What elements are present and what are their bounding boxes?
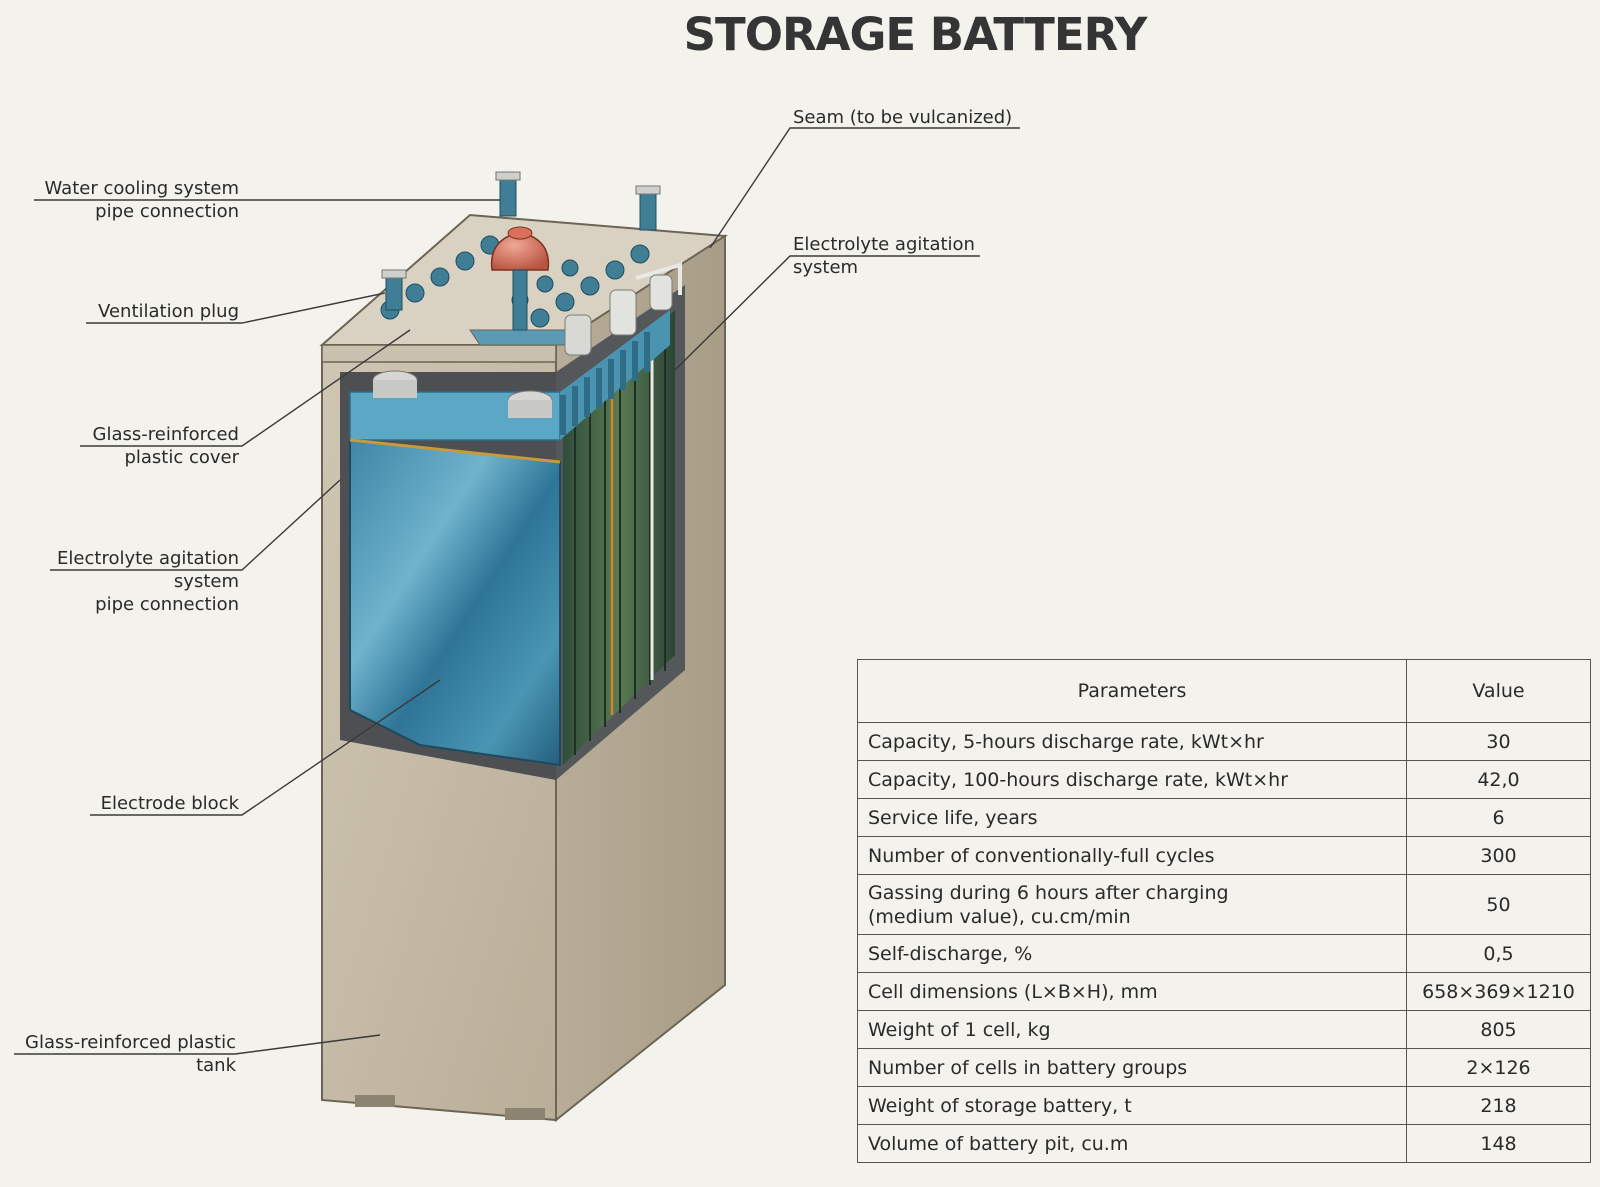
- callout-agitation-pipe-line3: pipe connection: [95, 594, 239, 615]
- callout-agitation-system-line2: system: [793, 257, 859, 278]
- param-cell: Number of cells in battery groups: [857, 1048, 1407, 1087]
- callout-seam-line1: Seam (to be vulcanized): [793, 107, 1013, 128]
- header-value: Value: [1406, 659, 1591, 723]
- callout-ventilation-plug: Ventilation plug: [60, 300, 239, 323]
- callout-agitation-pipe-line2: system: [173, 571, 239, 592]
- callout-water-cooling: Water cooling system pipe connection: [34, 177, 239, 223]
- param-cell: Cell dimensions (L×B×H), mm: [857, 972, 1407, 1011]
- param-cell: Gassing during 6 hours after charging (m…: [857, 874, 1407, 935]
- value-cell: 300: [1406, 836, 1591, 875]
- leader-lines: [14, 127, 1020, 1055]
- value-cell: 805: [1406, 1010, 1591, 1049]
- callout-agitation-system: Electrolyte agitation system: [793, 233, 993, 279]
- value-cell: 218: [1406, 1086, 1591, 1125]
- table-row: Capacity, 5-hours discharge rate, kWt×hr…: [857, 722, 1591, 761]
- callout-tank: Glass-reinforced plastic tank: [10, 1031, 236, 1077]
- callout-tank-line1: Glass-reinforced plastic: [25, 1032, 236, 1053]
- param-cell: Capacity, 5-hours discharge rate, kWt×hr: [857, 722, 1407, 761]
- callout-tank-line2: tank: [196, 1055, 236, 1076]
- value-cell: 6: [1406, 798, 1591, 837]
- table-row: Self-discharge, % 0,5: [857, 934, 1591, 973]
- callout-cover: Glass-reinforced plastic cover: [60, 423, 239, 469]
- param-cell: Volume of battery pit, cu.m: [857, 1124, 1407, 1163]
- callout-ventilation-plug-line1: Ventilation plug: [98, 301, 239, 322]
- ventilation-plug: [490, 226, 550, 331]
- table-row: Number of cells in battery groups 2×126: [857, 1048, 1591, 1087]
- value-cell: 0,5: [1406, 934, 1591, 973]
- param-cell: Self-discharge, %: [857, 934, 1407, 973]
- value-cell: 42,0: [1406, 760, 1591, 799]
- param-cell: Weight of 1 cell, kg: [857, 1010, 1407, 1049]
- callout-electrode-block: Electrode block: [60, 792, 239, 815]
- table-row: Cell dimensions (L×B×H), mm 658×369×1210: [857, 972, 1591, 1011]
- value-cell: 148: [1406, 1124, 1591, 1163]
- callout-electrode-block-line1: Electrode block: [100, 793, 239, 814]
- value-cell: 2×126: [1406, 1048, 1591, 1087]
- plate-lines: [574, 327, 666, 755]
- page-title: STORAGE BATTERY: [683, 8, 1148, 61]
- table-row: Gassing during 6 hours after charging (m…: [857, 874, 1591, 935]
- callout-agitation-pipe-line1: Electrolyte agitation: [57, 548, 239, 569]
- callout-cover-line2: plastic cover: [124, 447, 239, 468]
- callout-cover-line1: Glass-reinforced: [92, 424, 239, 445]
- table-row: Capacity, 100-hours discharge rate, kWt×…: [857, 760, 1591, 799]
- agitation-cylinders: [564, 274, 673, 356]
- callout-water-cooling-line2: pipe connection: [95, 201, 239, 222]
- param-line: (medium value), cu.cm/min: [868, 905, 1131, 928]
- table-row: Number of conventionally-full cycles 300: [857, 836, 1591, 875]
- callout-agitation-pipe: Electrolyte agitation system pipe connec…: [40, 547, 239, 616]
- callout-agitation-system-line1: Electrolyte agitation: [793, 234, 975, 255]
- param-cell: Weight of storage battery, t: [857, 1086, 1407, 1125]
- table-row: Volume of battery pit, cu.m 148: [857, 1124, 1591, 1163]
- value-cell: 50: [1406, 874, 1591, 935]
- table-row: Weight of storage battery, t 218: [857, 1086, 1591, 1125]
- callout-seam: Seam (to be vulcanized): [793, 106, 1033, 129]
- water-cooling-fittings: [381, 171, 661, 311]
- param-cell: Service life, years: [857, 798, 1407, 837]
- table-row: Service life, years 6: [857, 798, 1591, 837]
- value-cell: 658×369×1210: [1406, 972, 1591, 1011]
- parameters-table: Parameters Value Capacity, 5-hours disch…: [857, 659, 1591, 1163]
- table-row: Weight of 1 cell, kg 805: [857, 1010, 1591, 1049]
- table-header-row: Parameters Value: [857, 659, 1591, 723]
- battery-cell-drawing: [319, 171, 729, 1123]
- header-parameters: Parameters: [857, 659, 1407, 723]
- value-cell: 30: [1406, 722, 1591, 761]
- param-cell: Capacity, 100-hours discharge rate, kWt×…: [857, 760, 1407, 799]
- param-line: Gassing during 6 hours after charging: [868, 881, 1229, 904]
- param-cell: Number of conventionally-full cycles: [857, 836, 1407, 875]
- callout-water-cooling-line1: Water cooling system: [44, 178, 239, 199]
